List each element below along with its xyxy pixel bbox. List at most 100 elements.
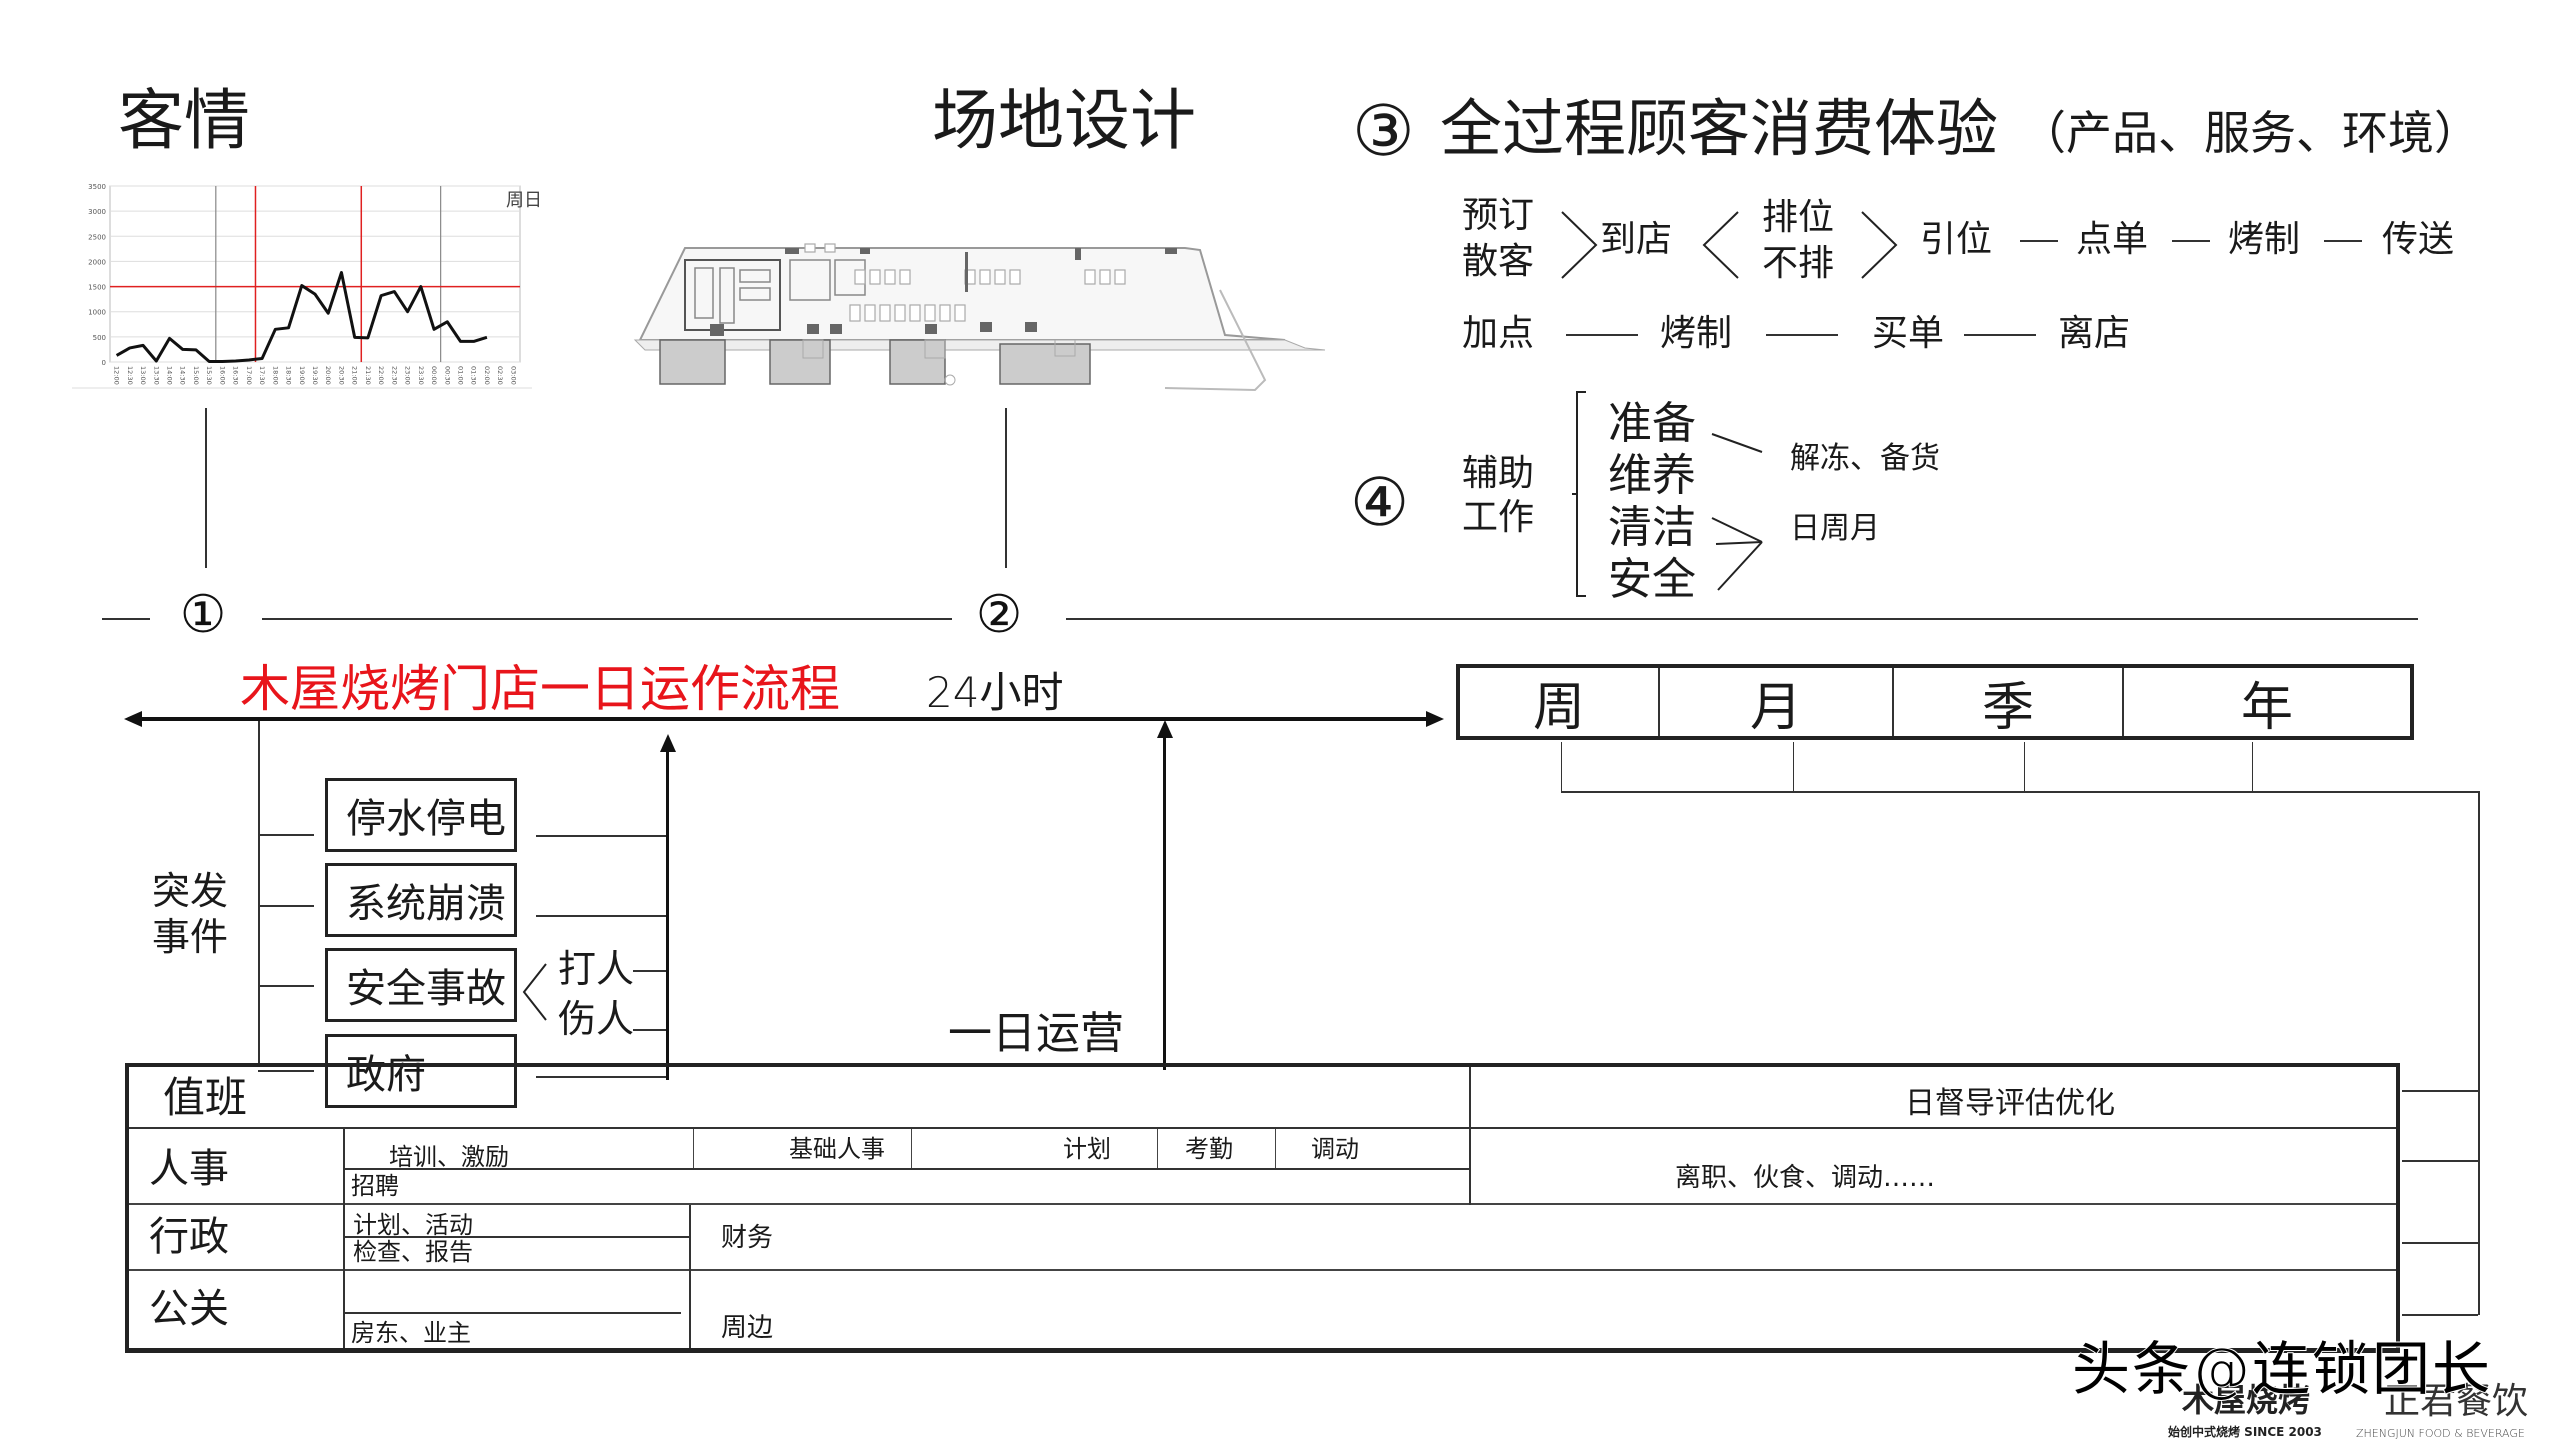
emergency-power-water: 停水停电 xyxy=(325,778,517,852)
duty-label: 值班 xyxy=(163,1073,248,1122)
escalation-line xyxy=(633,970,668,972)
aux-item-safety: 安全 xyxy=(1608,554,1696,605)
flow-entry-reserve: 预订 xyxy=(1462,195,1535,236)
flow-dash xyxy=(2020,240,2058,242)
hr-plan: 计划 xyxy=(1063,1135,1111,1163)
section2-title: 场地设计 xyxy=(932,82,1196,159)
hr-label: 人事 xyxy=(149,1146,229,1192)
arrow-up-icon xyxy=(1157,720,1173,738)
emergency-label-1: 突发 xyxy=(152,869,229,913)
escalation-line xyxy=(536,915,668,917)
aux-item-maintain: 维养 xyxy=(1608,450,1696,501)
flow-seat: 引位 xyxy=(1920,219,1993,260)
svg-text:03:00: 03:00 xyxy=(509,366,517,385)
hr-recruiting: 招聘 xyxy=(351,1172,399,1200)
svg-text:3500: 3500 xyxy=(88,183,106,191)
chart-legend-label: 周日 xyxy=(506,190,542,211)
svg-text:02:00: 02:00 xyxy=(483,366,491,385)
period-quarter: 季 xyxy=(1894,668,2124,738)
arrow-left-icon xyxy=(124,711,142,727)
hr-basic: 基础人事 xyxy=(789,1135,885,1163)
svg-text:2000: 2000 xyxy=(88,258,106,266)
flow2-dash xyxy=(1964,334,2036,336)
flow-deliver: 传送 xyxy=(2382,219,2455,260)
hr-attendance: 考勤 xyxy=(1185,1135,1233,1163)
emergency-system-crash: 系统崩溃 xyxy=(325,863,517,937)
svg-text:22:30: 22:30 xyxy=(390,366,398,385)
daily-ops-label: 一日运营 xyxy=(948,1008,1124,1059)
svg-text:19:00: 19:00 xyxy=(298,366,306,385)
aux-connectors xyxy=(1711,433,1763,591)
floor-plan-image xyxy=(625,240,1365,400)
marker-2: ② xyxy=(975,585,1023,645)
flow-dash xyxy=(2324,240,2362,242)
arrow-right-icon xyxy=(1426,711,1444,727)
timeline-duration: 24小时 xyxy=(926,668,1064,717)
emergency-government: 政府 xyxy=(325,1034,517,1108)
escalation-line xyxy=(536,835,668,837)
flow-grill: 烤制 xyxy=(2228,219,2301,260)
period-bus-right xyxy=(2478,791,2480,1315)
emergency-branch xyxy=(258,905,314,907)
svg-text:19:30: 19:30 xyxy=(311,366,319,385)
split-bracket-icon xyxy=(1702,211,1739,279)
aux-item-prepare: 准备 xyxy=(1608,398,1696,449)
svg-text:12:30: 12:30 xyxy=(126,366,134,385)
supervision-label: 日督导评估优化 xyxy=(1905,1086,2115,1121)
flow-order: 点单 xyxy=(2076,219,2149,260)
escalation-line xyxy=(536,1076,666,1078)
marker-1: ① xyxy=(179,585,227,645)
floor-plan-icon xyxy=(633,243,1326,392)
period-connector xyxy=(1561,742,1562,792)
emergency-tree-trunk xyxy=(258,721,260,1067)
svg-text:14:30: 14:30 xyxy=(179,366,187,385)
svg-text:01:30: 01:30 xyxy=(470,366,478,385)
svg-text:18:30: 18:30 xyxy=(285,366,293,385)
section4-number: ④ xyxy=(1350,464,1410,541)
flow2-dash xyxy=(1766,334,1838,336)
svg-text:02:30: 02:30 xyxy=(496,366,504,385)
escalation-arrow-shaft xyxy=(666,748,669,1080)
connector-2 xyxy=(1005,408,1007,568)
flow-no-queue: 不排 xyxy=(1762,243,1835,284)
hr-extra: 离职、伙食、调动…… xyxy=(1675,1163,1936,1193)
brand-muwu-logo: 木屋烧烤 xyxy=(2182,1381,2311,1419)
section3-subtitle: （产品、服务、环境） xyxy=(2020,106,2480,160)
flow2-dash xyxy=(1566,334,1638,336)
svg-text:18:00: 18:00 xyxy=(271,366,279,385)
bus-tick xyxy=(2402,1314,2478,1316)
brand-zhengjun-tagline: ZHENGJUN FOOD & BEVERAGE xyxy=(2356,1427,2525,1440)
flow2-grill: 烤制 xyxy=(1660,313,1733,354)
svg-text:20:30: 20:30 xyxy=(337,366,345,385)
timeline-axis xyxy=(132,717,1432,721)
period-week: 周 xyxy=(1460,668,1660,738)
svg-text:0: 0 xyxy=(102,359,106,367)
svg-text:16:00: 16:00 xyxy=(218,366,226,385)
svg-text:20:00: 20:00 xyxy=(324,366,332,385)
connector-1 xyxy=(205,408,207,568)
period-connector xyxy=(2024,742,2025,792)
section1-title: 客情 xyxy=(118,82,250,159)
svg-text:500: 500 xyxy=(93,334,106,342)
bus-tick xyxy=(2402,1242,2478,1244)
aux-item-clean: 清洁 xyxy=(1608,502,1696,553)
pr-landlord: 房东、业主 xyxy=(351,1319,471,1347)
svg-text:13:30: 13:30 xyxy=(152,366,160,385)
svg-text:16:30: 16:30 xyxy=(232,366,240,385)
divider-mid xyxy=(262,618,952,620)
flow2-leave: 离店 xyxy=(2058,313,2131,354)
svg-text:14:00: 14:00 xyxy=(166,366,174,385)
svg-text:13:00: 13:00 xyxy=(139,366,147,385)
pr-surroundings: 周边 xyxy=(721,1313,774,1343)
split-bracket-icon xyxy=(522,963,547,1021)
svg-text:2500: 2500 xyxy=(88,233,106,241)
period-connector xyxy=(2252,742,2253,792)
pr-label: 公关 xyxy=(149,1286,229,1332)
flow-queue: 排位 xyxy=(1762,197,1835,238)
operations-table: 值班 日督导评估优化 人事 培训、激励 基础人事 计划 考勤 调动 招聘 离职、… xyxy=(125,1063,2400,1353)
svg-text:23:00: 23:00 xyxy=(404,366,412,385)
arrow-up-icon xyxy=(660,734,676,752)
period-year: 年 xyxy=(2240,677,2293,738)
